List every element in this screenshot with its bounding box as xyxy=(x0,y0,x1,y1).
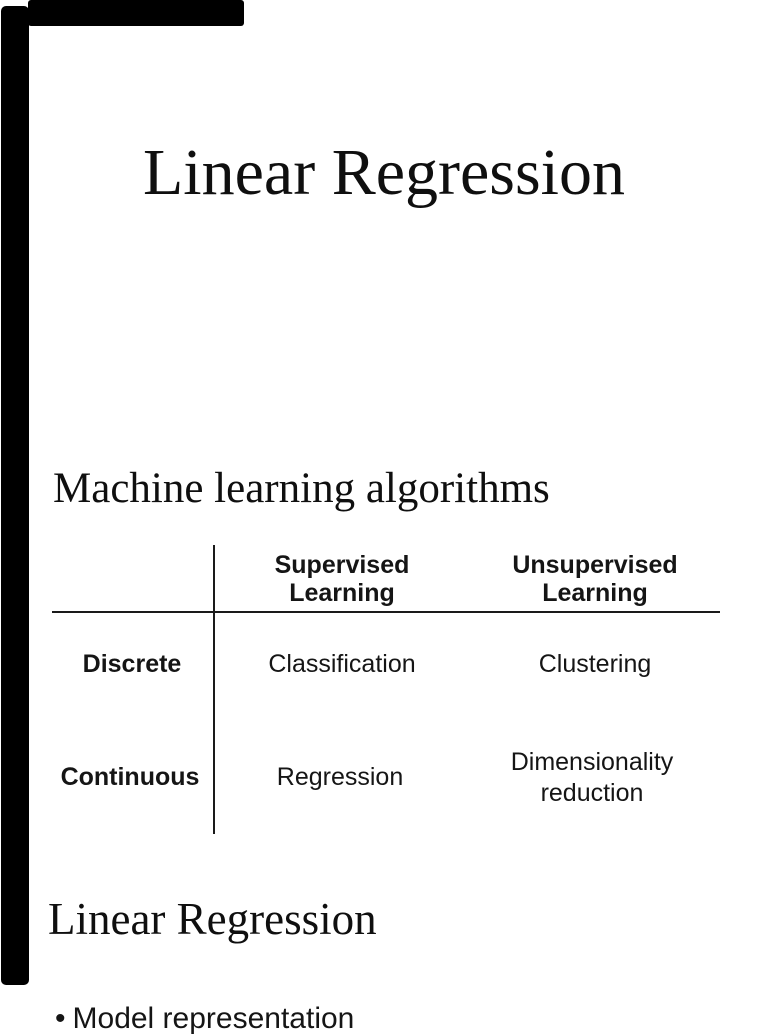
row-header-discrete: Discrete xyxy=(82,650,182,678)
section-heading-machine-learning-algorithms: Machine learning algorithms xyxy=(53,465,550,512)
bullet-text: Model representation xyxy=(72,1002,355,1035)
table-horizontal-rule xyxy=(52,611,720,613)
table-vertical-rule xyxy=(213,545,215,834)
col-header-unsupervised-learning: Unsupervised Learning xyxy=(512,551,678,607)
cell-classification: Classification xyxy=(268,650,416,678)
col-header-supervised-learning: Supervised Learning xyxy=(274,551,410,607)
row-header-continuous: Continuous xyxy=(60,763,200,791)
cell-regression: Regression xyxy=(276,763,404,791)
bullet-icon: • xyxy=(55,1002,66,1035)
scan-artifact-top-bar xyxy=(28,0,244,26)
cell-clustering: Clustering xyxy=(538,650,652,678)
cell-dimensionality-reduction: Dimensionality reduction xyxy=(510,748,674,807)
scan-artifact-left-bar xyxy=(1,6,29,985)
bullet-item-model-representation: •Model representation xyxy=(55,1003,354,1035)
section-heading-linear-regression: Linear Regression xyxy=(48,894,377,944)
slide-title: Linear Regression xyxy=(142,136,625,209)
